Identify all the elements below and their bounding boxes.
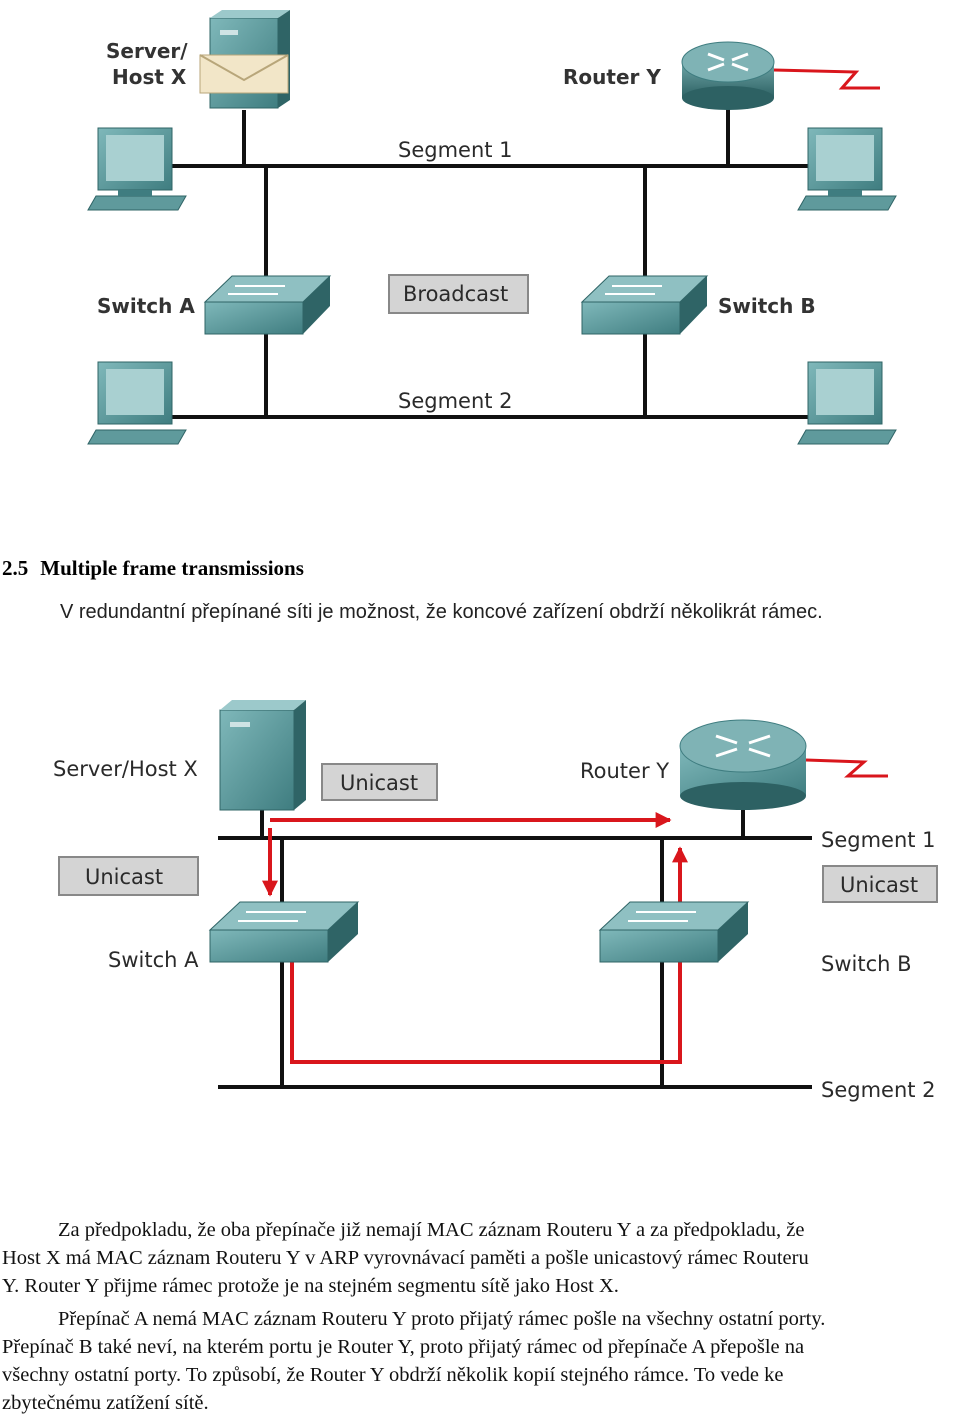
broadcast-label: Broadcast <box>403 282 508 306</box>
unicast-box-top <box>321 763 438 801</box>
lightning-link-icon <box>805 758 888 778</box>
switch-a-label: Switch A <box>108 948 199 972</box>
segment-1-label: Segment 1 <box>398 138 513 162</box>
router-label: Router Y <box>580 759 669 783</box>
segment-2-label: Segment 2 <box>398 389 513 413</box>
computer-icon <box>87 361 187 445</box>
broadcast-diagram: Server/ Host X Router Y Segment 1 Segmen… <box>87 10 897 445</box>
segment-2-label: Segment 2 <box>821 1078 936 1102</box>
switch-icon <box>580 275 709 335</box>
server-label-line2: Host X <box>112 65 187 89</box>
router-icon <box>681 41 775 110</box>
computer-icon <box>87 127 187 211</box>
switch-icon <box>208 901 360 963</box>
switch-b-label: Switch B <box>821 952 912 976</box>
p1-line-3: Y. Router Y přijme rámec protože je na s… <box>2 1275 619 1297</box>
p2-line-1: Přepínač A nemá MAC záznam Routeru Y pro… <box>58 1308 826 1330</box>
p2-line-3: všechny ostatní porty. To způsobí, že Ro… <box>2 1364 784 1386</box>
p1-line-1: Za předpokladu, že oba přepínače již nem… <box>58 1219 805 1241</box>
segment-2-line <box>218 960 812 1089</box>
computer-icon <box>797 361 897 445</box>
unicast-top-label: Unicast <box>340 771 418 795</box>
p1-line-2: Host X má MAC záznam Routeru Y v ARP vyr… <box>2 1247 809 1269</box>
section-title: Multiple frame transmissions <box>40 556 304 580</box>
unicast-box-left <box>58 856 199 896</box>
broadcast-box <box>388 274 529 314</box>
section-intro: V redundantní přepínané síti je možnost,… <box>60 601 823 623</box>
segment-1-label: Segment 1 <box>821 828 936 852</box>
lightning-link-icon <box>773 68 880 90</box>
switch-b-label: Switch B <box>718 294 816 318</box>
switch-a-label: Switch A <box>97 294 195 318</box>
server-label-line1: Server/ <box>106 39 188 63</box>
section-heading: 2.5 Multiple frame transmissions <box>2 556 316 581</box>
router-label: Router Y <box>563 65 661 89</box>
computer-icon <box>797 127 897 211</box>
paragraph-1: Za předpokladu, že oba přepínače již nem… <box>2 1216 960 1300</box>
unicast-right-label: Unicast <box>840 873 918 897</box>
section-number: 2.5 <box>2 556 29 580</box>
segment-1-line <box>133 105 862 290</box>
unicast-box-right <box>822 865 938 903</box>
server-icon <box>219 700 306 811</box>
switch-icon <box>598 901 750 963</box>
router-icon <box>679 719 807 810</box>
server-label: Server/Host X <box>53 757 198 781</box>
switch-icon <box>203 275 332 335</box>
paragraph-2: Přepínač A nemá MAC záznam Routeru Y pro… <box>2 1305 960 1417</box>
p2-line-2: Přepínač B také neví, na kterém portu je… <box>2 1336 805 1358</box>
p2-line-4: zbytečnému zatížení sítě. <box>2 1392 209 1414</box>
envelope-icon <box>199 54 289 94</box>
unicast-left-label: Unicast <box>85 865 163 889</box>
segment-1-line <box>218 800 812 905</box>
unicast-diagram: Server/Host X Router Y Unicast Unicast U… <box>53 700 938 1102</box>
